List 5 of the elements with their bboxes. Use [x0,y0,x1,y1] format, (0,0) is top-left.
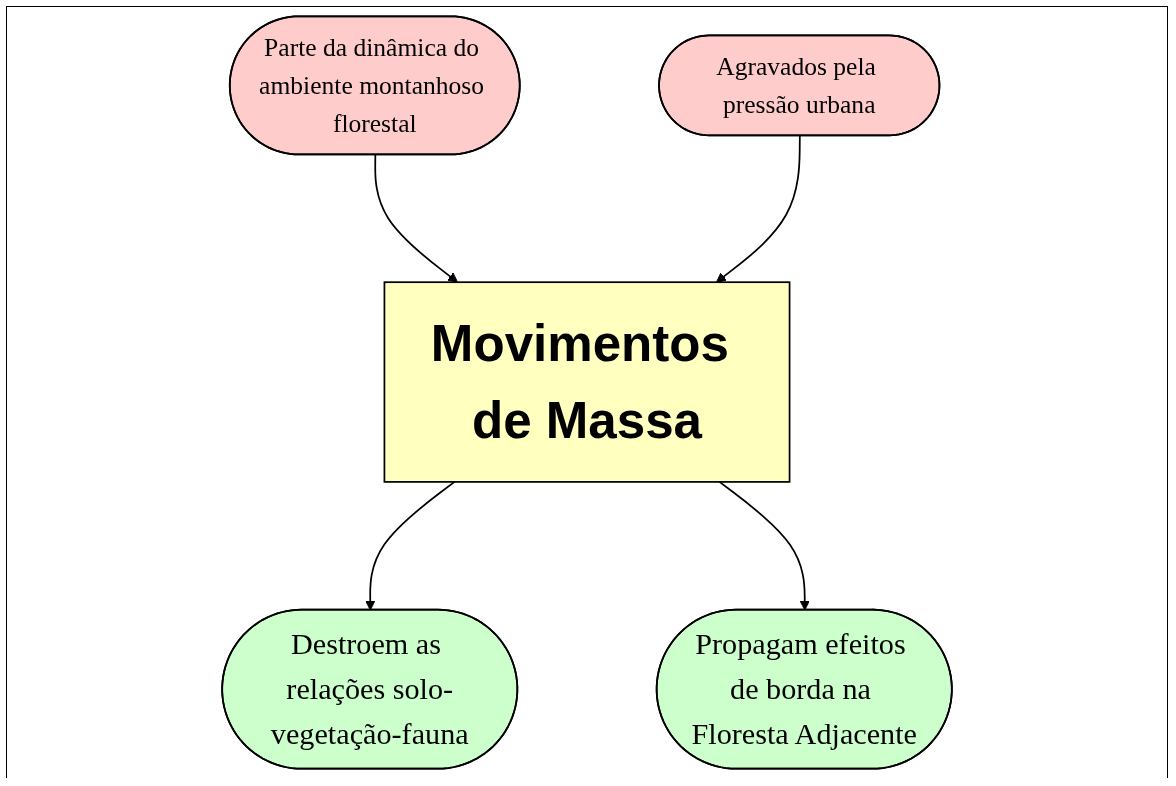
arrow [716,135,801,283]
arrow [365,481,456,611]
node-box: Movimentos de Massa [383,281,791,483]
arrow [718,481,810,611]
arrow [374,154,458,283]
